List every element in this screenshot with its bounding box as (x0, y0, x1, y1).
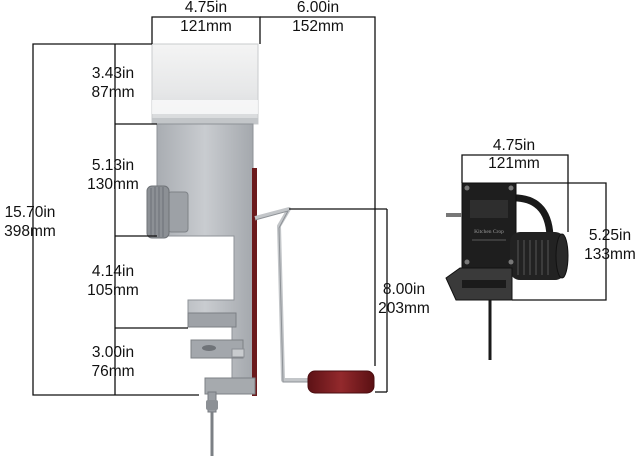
crank-handle-grip (307, 370, 375, 394)
body-height-in-label: 5.13in (92, 157, 134, 174)
clamp-lever (231, 348, 245, 358)
handle-reach-mm-label: 152mm (292, 18, 344, 35)
hopper-rim (152, 118, 258, 124)
total-height-in-label: 15.70in (5, 204, 56, 221)
mill-back-edge (252, 168, 257, 396)
motor-height-in-label: 5.25in (589, 227, 631, 244)
clamp-plate-hole (202, 345, 216, 351)
motor-base-slot (462, 280, 506, 288)
motor-end-cap (555, 233, 569, 279)
motor-logo-block (470, 200, 508, 218)
mill-width-mm-label: 121mm (180, 18, 232, 35)
motor-screw-top-right (508, 185, 514, 191)
motor-screw-top-left (464, 185, 470, 191)
motor-drive-pin (446, 213, 462, 217)
motor-attachment-illustration: Kitchen Crop (445, 182, 569, 360)
motor-screw-mid-right (508, 259, 514, 265)
mill-width-in-label: 4.75in (185, 0, 227, 16)
hopper-height-in-label: 3.43in (92, 65, 134, 82)
clamp-upper-jaw (187, 312, 237, 328)
total-height-mm-label: 398mm (4, 223, 56, 240)
grain-mill-illustration (146, 43, 375, 456)
motor-handle-arch (509, 194, 554, 237)
body-height-mm-label: 130mm (87, 176, 139, 193)
handle-reach-in-label: 6.00in (297, 0, 339, 16)
motor-screw-mid-left (464, 259, 470, 265)
clamp-height-in-label: 3.00in (92, 344, 134, 361)
handle-drop-mm-label: 203mm (378, 300, 430, 317)
mill-dimension-lines (32, 16, 388, 396)
clamp-foot (204, 377, 256, 395)
handle-drop-in-label: 8.00in (383, 281, 425, 298)
clamp-height-mm-label: 76mm (91, 363, 134, 380)
crank-arm-shadow (254, 210, 315, 383)
motor-width-mm-label: 121mm (488, 155, 540, 172)
motor-vent-slots (517, 240, 549, 275)
knob-ridges (150, 187, 164, 237)
adjustment-knob-collar (167, 191, 189, 233)
adjustment-knob (146, 185, 170, 239)
clamp-screw-nut (206, 400, 218, 410)
hopper-height-mm-label: 87mm (91, 84, 134, 101)
motor-housing (461, 182, 517, 273)
arm-height-mm-label: 105mm (87, 282, 139, 299)
hopper-band (152, 100, 258, 114)
motor-brand-label: Kitchen Crop (474, 229, 504, 235)
motor-height-mm-label: 133mm (584, 246, 636, 263)
crank-arm (254, 207, 315, 382)
motor-width-in-label: 4.75in (493, 137, 535, 154)
motor-dimension-lines (461, 154, 607, 301)
arm-height-in-label: 4.14in (92, 263, 134, 280)
